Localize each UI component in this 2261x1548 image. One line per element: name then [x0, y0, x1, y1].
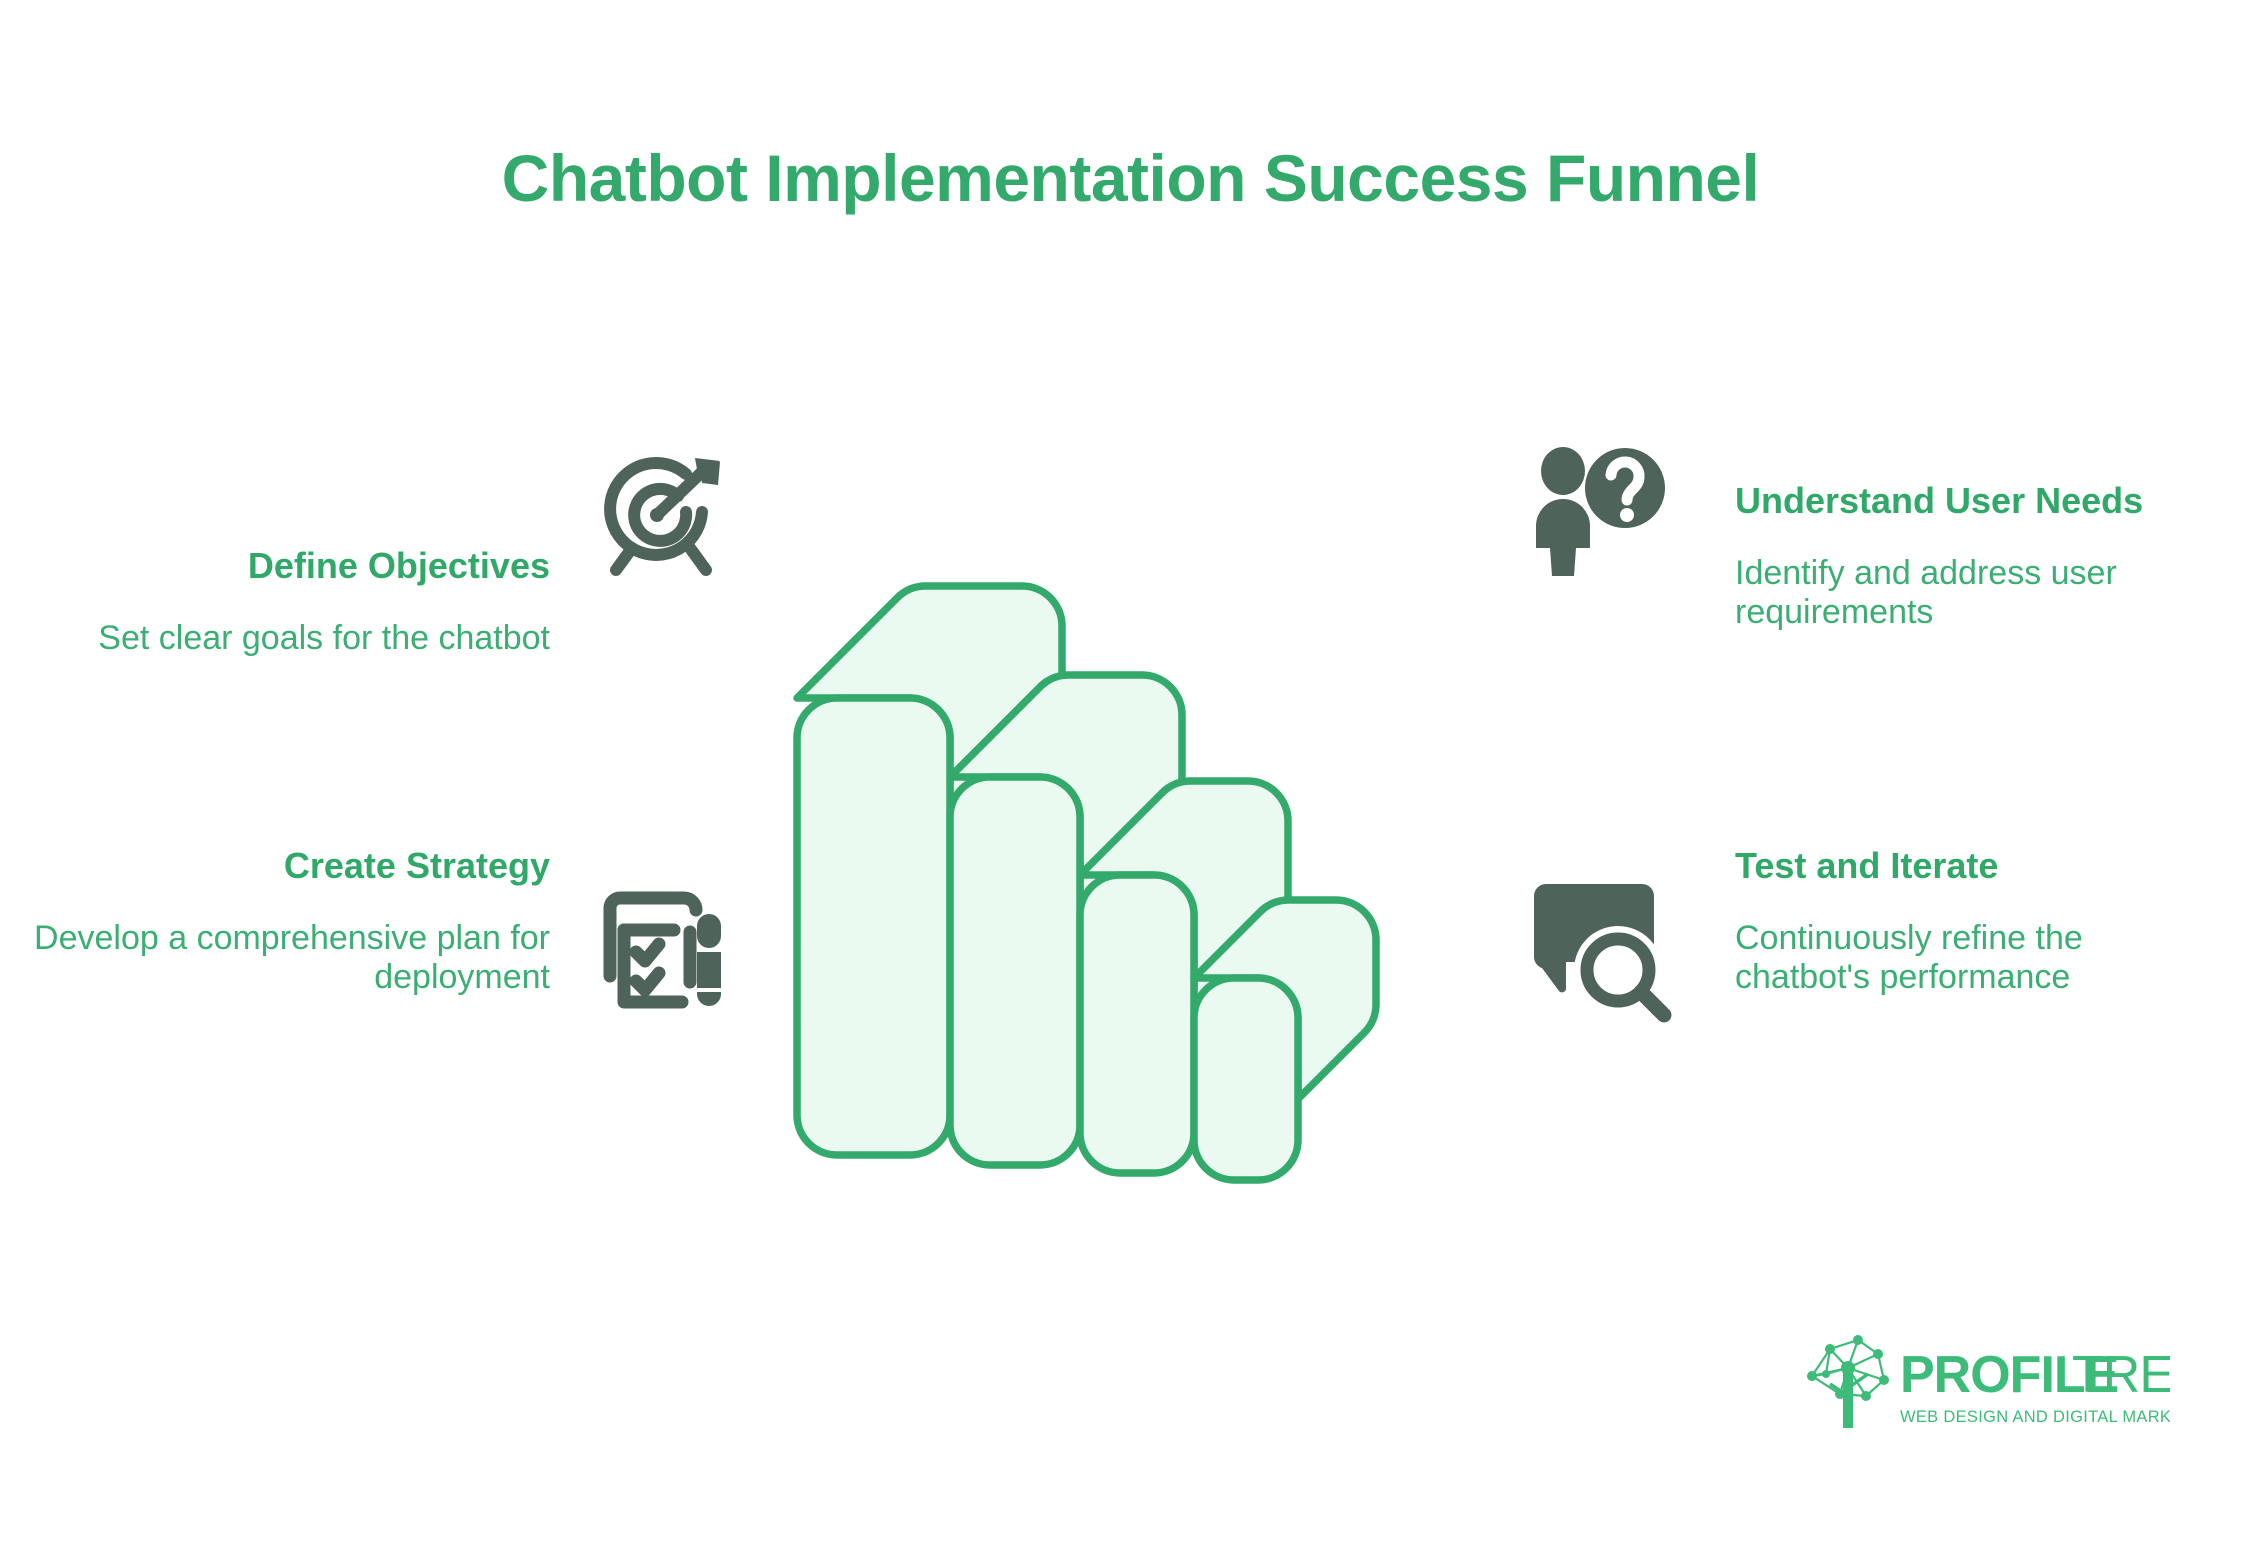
step-heading: Define Objectives [247, 545, 550, 586]
step-body: Continuously refine the chatbot's perfor… [1735, 919, 2083, 996]
step-body: Identify and address user requirements [1735, 554, 2117, 631]
chat-search-icon [1524, 878, 1679, 1023]
clipboard-checklist-icon [598, 890, 738, 1025]
profiletree-logo: PROFILE TREE WEB DESIGN AND DIGITAL MARK… [1800, 1330, 2223, 1435]
isometric-funnel-stack [770, 500, 1500, 1230]
step-heading: Test and Iterate [1735, 845, 1999, 886]
step-heading: Create Strategy [283, 845, 550, 886]
logo-tagline: WEB DESIGN AND DIGITAL MARKETING [1900, 1408, 2170, 1426]
logo-word-bold: PROFILE [1900, 1346, 2118, 1404]
page-title: Chatbot Implementation Success Funnel [501, 141, 1760, 215]
target-icon [598, 450, 728, 580]
step-body: Set clear goals for the chatbot [98, 619, 550, 658]
step-heading: Understand User Needs [1735, 480, 2144, 521]
step-define-objectives: Define Objectives Set clear goals for th… [60, 545, 550, 658]
user-question-icon [1528, 440, 1668, 580]
step-create-strategy: Create Strategy Develop a comprehensive … [30, 845, 550, 996]
step-understand-user-needs: Understand User Needs Identify and addre… [1735, 480, 2155, 631]
funnel-stage-4 [1190, 896, 1380, 1184]
tree-network-icon [1807, 1335, 1889, 1428]
step-body: Develop a comprehensive plan for deploym… [34, 919, 550, 996]
step-test-and-iterate: Test and Iterate Continuously refine the… [1735, 845, 2215, 996]
logo-word-light: TREE [2072, 1346, 2170, 1404]
